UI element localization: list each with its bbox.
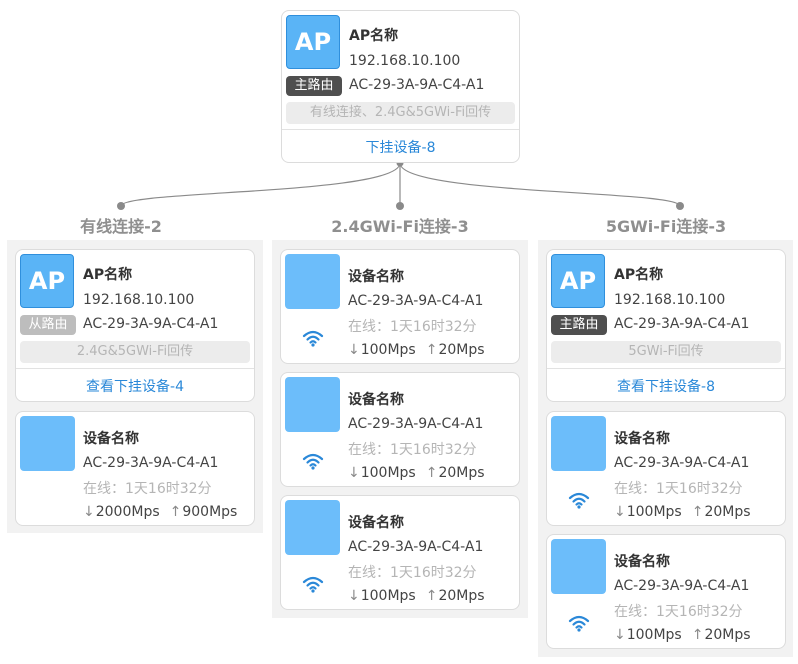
device-icon <box>285 500 340 555</box>
upload-speed: 20Mps <box>438 342 485 358</box>
upload-speed: 20Mps <box>704 504 751 520</box>
group-title-5g: 5GWi-Fi连接-3 <box>605 217 727 236</box>
wifi-icon <box>302 330 324 347</box>
ap-ip: 192.168.10.100 <box>614 292 726 308</box>
sub-ap-card: AP AP名称 192.168.10.100 主路由 AC-29-3A-9A-C… <box>546 249 786 402</box>
download-speed: 100Mps <box>626 504 682 520</box>
ap-name: AP名称 <box>349 28 399 44</box>
group-title-wired: 有线连接-2 <box>80 217 162 236</box>
device-card[interactable]: 设备名称 AC-29-3A-9A-C4-A1 在线：1天16时32分 ↓100M… <box>280 249 520 364</box>
wifi-icon <box>302 576 324 593</box>
online-duration: 在线：1天16时32分 <box>348 565 477 581</box>
ap-name: AP名称 <box>614 267 664 283</box>
device-icon <box>285 254 340 309</box>
group-title-2g: 2.4GWi-Fi连接-3 <box>331 217 469 236</box>
download-speed: 100Mps <box>360 342 416 358</box>
device-name: 设备名称 <box>348 392 404 408</box>
upload-speed: 20Mps <box>438 465 485 481</box>
device-card[interactable]: 设备名称 AC-29-3A-9A-C4-A1 在线：1天16时32分 ↓100M… <box>546 411 786 526</box>
download-arrow-icon: ↓ <box>614 627 626 643</box>
download-arrow-icon: ↓ <box>348 465 360 481</box>
device-name: 设备名称 <box>614 431 670 447</box>
ap-ip: 192.168.10.100 <box>83 292 195 308</box>
root-ap-card: AP AP名称 192.168.10.100 主路由 AC-29-3A-9A-C… <box>281 10 520 163</box>
device-name: 设备名称 <box>83 431 139 447</box>
backhaul-pill: 5GWi-Fi回传 <box>551 341 781 363</box>
card-divider <box>547 368 785 369</box>
device-icon <box>551 539 606 594</box>
upload-speed: 900Mps <box>182 504 238 520</box>
ap-mac: AC-29-3A-9A-C4-A1 <box>349 77 485 93</box>
ap-icon: AP <box>286 15 340 69</box>
view-connected-devices-link[interactable]: 查看下挂设备-4 <box>86 379 184 395</box>
role-badge: 主路由 <box>286 76 342 96</box>
ap-mac: AC-29-3A-9A-C4-A1 <box>614 316 750 332</box>
device-mac: AC-29-3A-9A-C4-A1 <box>348 416 484 432</box>
device-icon <box>20 416 75 471</box>
speed-row: ↓100Mps ↑20Mps <box>348 342 485 358</box>
backhaul-pill: 有线连接、2.4G&5GWi-Fi回传 <box>286 102 515 124</box>
device-card[interactable]: 设备名称 AC-29-3A-9A-C4-A1 在线：1天16时32分 ↓2000… <box>15 411 255 526</box>
upload-arrow-icon: ↑ <box>425 465 438 481</box>
device-name: 设备名称 <box>614 554 670 570</box>
speed-row: ↓100Mps ↑20Mps <box>614 504 751 520</box>
ap-icon: AP <box>20 254 74 308</box>
ap-icon: AP <box>551 254 605 308</box>
role-badge: 从路由 <box>20 315 76 335</box>
sub-ap-card: AP AP名称 192.168.10.100 从路由 AC-29-3A-9A-C… <box>15 249 255 402</box>
speed-row: ↓100Mps ↑20Mps <box>348 465 485 481</box>
connected-devices-link[interactable]: 下挂设备-8 <box>365 140 436 156</box>
card-divider <box>16 368 254 369</box>
download-arrow-icon: ↓ <box>348 342 360 358</box>
device-mac: AC-29-3A-9A-C4-A1 <box>83 455 219 471</box>
ap-ip: 192.168.10.100 <box>349 53 461 69</box>
device-name: 设备名称 <box>348 269 404 285</box>
device-card[interactable]: 设备名称 AC-29-3A-9A-C4-A1 在线：1天16时32分 ↓100M… <box>280 495 520 610</box>
wifi-icon <box>568 615 590 632</box>
online-duration: 在线：1天16时32分 <box>614 604 743 620</box>
online-duration: 在线：1天16时32分 <box>614 481 743 497</box>
online-duration: 在线：1天16时32分 <box>348 442 477 458</box>
wifi-icon <box>302 453 324 470</box>
backhaul-pill: 2.4G&5GWi-Fi回传 <box>20 341 250 363</box>
device-icon <box>551 416 606 471</box>
download-arrow-icon: ↓ <box>348 588 360 604</box>
ap-name: AP名称 <box>83 267 133 283</box>
device-icon <box>285 377 340 432</box>
online-duration: 在线：1天16时32分 <box>83 481 212 497</box>
speed-row: ↓2000Mps ↑900Mps <box>83 504 237 520</box>
role-badge: 主路由 <box>551 315 607 335</box>
download-arrow-icon: ↓ <box>83 504 95 520</box>
upload-speed: 20Mps <box>704 627 751 643</box>
device-mac: AC-29-3A-9A-C4-A1 <box>614 455 750 471</box>
download-arrow-icon: ↓ <box>614 504 626 520</box>
upload-arrow-icon: ↑ <box>691 504 704 520</box>
upload-arrow-icon: ↑ <box>425 342 438 358</box>
speed-row: ↓100Mps ↑20Mps <box>348 588 485 604</box>
upload-arrow-icon: ↑ <box>169 504 182 520</box>
download-speed: 100Mps <box>626 627 682 643</box>
download-speed: 2000Mps <box>95 504 160 520</box>
online-duration: 在线：1天16时32分 <box>348 319 477 335</box>
wifi-icon <box>568 492 590 509</box>
device-mac: AC-29-3A-9A-C4-A1 <box>614 578 750 594</box>
download-speed: 100Mps <box>360 465 416 481</box>
device-card[interactable]: 设备名称 AC-29-3A-9A-C4-A1 在线：1天16时32分 ↓100M… <box>546 534 786 649</box>
upload-arrow-icon: ↑ <box>425 588 438 604</box>
device-name: 设备名称 <box>348 515 404 531</box>
view-connected-devices-link[interactable]: 查看下挂设备-8 <box>617 379 715 395</box>
upload-speed: 20Mps <box>438 588 485 604</box>
speed-row: ↓100Mps ↑20Mps <box>614 627 751 643</box>
device-mac: AC-29-3A-9A-C4-A1 <box>348 539 484 555</box>
device-card[interactable]: 设备名称 AC-29-3A-9A-C4-A1 在线：1天16时32分 ↓100M… <box>280 372 520 487</box>
device-mac: AC-29-3A-9A-C4-A1 <box>348 293 484 309</box>
ap-mac: AC-29-3A-9A-C4-A1 <box>83 316 219 332</box>
card-divider <box>282 129 519 130</box>
upload-arrow-icon: ↑ <box>691 627 704 643</box>
download-speed: 100Mps <box>360 588 416 604</box>
